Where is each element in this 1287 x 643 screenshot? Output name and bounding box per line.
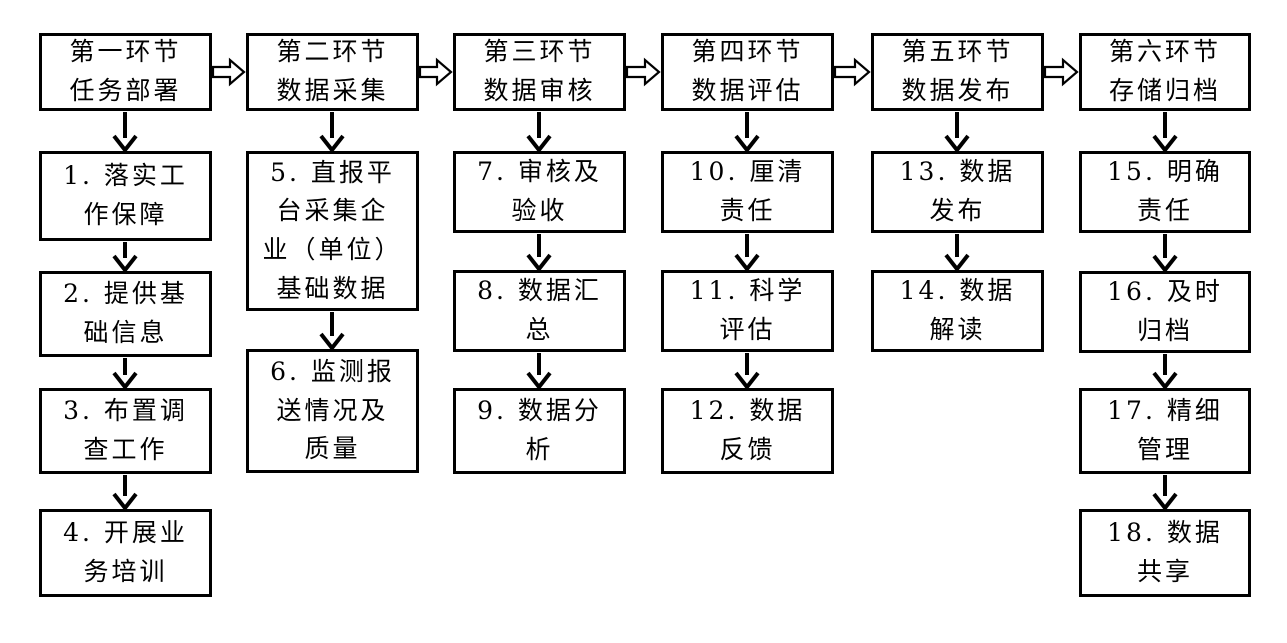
step-2-box: 2. 提供基 础信息 xyxy=(39,271,212,357)
step-15-box: 15. 明确 责任 xyxy=(1079,151,1251,233)
down-arrow-head-12 xyxy=(734,371,760,391)
down-arrow-head-9 xyxy=(526,371,552,391)
stage-3-title: 第三环节 数据审核 xyxy=(453,33,626,111)
down-arrow-head-13 xyxy=(944,134,970,154)
step-16-box: 16. 及时 归档 xyxy=(1079,271,1251,353)
stage-arrow-1 xyxy=(211,57,246,87)
step-14-box: 14. 数据 解读 xyxy=(871,270,1044,352)
step-3-box: 3. 布置调 查工作 xyxy=(39,388,212,474)
down-arrow-head-3 xyxy=(112,371,138,391)
step-8-box: 8. 数据汇 总 xyxy=(453,270,626,352)
step-6-box: 6. 监测报 送情况及 质量 xyxy=(246,349,419,473)
down-arrow-head-16 xyxy=(1152,254,1178,274)
step-10-box: 10. 厘清 责任 xyxy=(661,151,834,233)
stage-arrow-2 xyxy=(418,57,453,87)
stage-6-title: 第六环节 存储归档 xyxy=(1079,33,1251,111)
stage-1-title: 第一环节 任务部署 xyxy=(39,33,212,111)
down-arrow-head-10 xyxy=(734,134,760,154)
down-arrow-head-4 xyxy=(112,492,138,512)
stage-arrow-3 xyxy=(625,57,661,87)
step-7-box: 7. 审核及 验收 xyxy=(453,151,626,233)
down-arrow-head-11 xyxy=(734,253,760,273)
stage-4-title: 第四环节 数据评估 xyxy=(661,33,834,111)
down-arrow-head-17 xyxy=(1152,371,1178,391)
step-18-box: 18. 数据 共享 xyxy=(1079,509,1251,597)
step-4-box: 4. 开展业 务培训 xyxy=(39,509,212,597)
stage-arrow-4 xyxy=(833,57,871,87)
down-arrow-head-5 xyxy=(319,134,345,154)
stage-5-title: 第五环节 数据发布 xyxy=(871,33,1044,111)
step-1-box: 1. 落实工 作保障 xyxy=(39,151,212,241)
down-arrow-head-7 xyxy=(526,134,552,154)
down-arrow-head-18 xyxy=(1152,492,1178,512)
stage-2-title: 第二环节 数据采集 xyxy=(246,33,419,111)
step-11-box: 11. 科学 评估 xyxy=(661,270,834,352)
down-arrow-head-14 xyxy=(944,253,970,273)
step-13-box: 13. 数据 发布 xyxy=(871,151,1044,233)
step-9-box: 9. 数据分 析 xyxy=(453,388,626,474)
down-arrow-head-15 xyxy=(1152,134,1178,154)
stage-arrow-5 xyxy=(1043,57,1079,87)
down-arrow-head-2 xyxy=(112,254,138,274)
step-5-box: 5. 直报平 台采集企 业（单位） 基础数据 xyxy=(246,151,419,311)
down-arrow-head-1 xyxy=(112,134,138,154)
step-17-box: 17. 精细 管理 xyxy=(1079,388,1251,474)
step-12-box: 12. 数据 反馈 xyxy=(661,388,834,474)
down-arrow-head-8 xyxy=(526,253,552,273)
down-arrow-head-6 xyxy=(319,332,345,352)
